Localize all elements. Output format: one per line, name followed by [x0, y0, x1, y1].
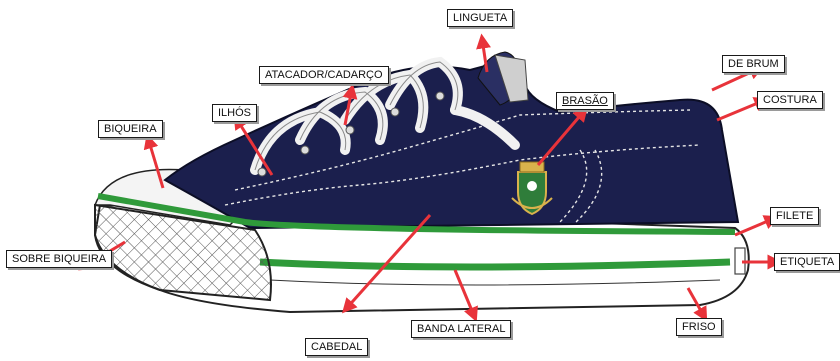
label-cabedal: CABEDAL — [305, 338, 368, 356]
label-etiqueta: ETIQUETA — [774, 253, 840, 271]
label-de-brum: DE BRUM — [722, 55, 785, 73]
label-sobre-biqueira: SOBRE BIQUEIRA — [6, 250, 112, 268]
label-filete: FILETE — [770, 207, 819, 225]
label-lingueta: LINGUETA — [447, 9, 513, 27]
label-brasao: BRASÃO — [556, 92, 614, 110]
label-atacador: ATACADOR/CADARÇO — [259, 66, 389, 84]
label-friso: FRISO — [676, 318, 722, 336]
label-banda-lateral: BANDA LATERAL — [411, 320, 511, 338]
upper — [165, 61, 738, 228]
label-costura: COSTURA — [757, 91, 823, 109]
label-biqueira: BIQUEIRA — [98, 120, 163, 138]
label-ilhos: ILHÓS — [212, 104, 257, 122]
